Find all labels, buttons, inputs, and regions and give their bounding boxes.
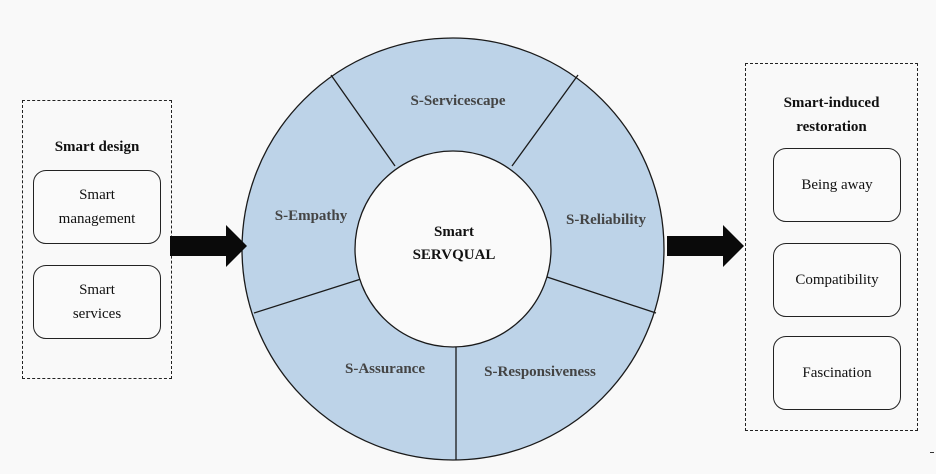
being-away-box: Being away: [773, 148, 901, 222]
stray-mark: [930, 452, 934, 453]
center-label-line-2: SERVQUAL: [413, 247, 496, 263]
smart-induced-restoration-panel: Smart-induced restoration Being away Com…: [745, 63, 918, 431]
segment-label-reliability: S-Reliability: [566, 212, 647, 228]
segment-label-empathy: S-Empathy: [275, 208, 348, 224]
restoration-title-line-1: Smart-induced: [783, 95, 880, 111]
smart-services-box: Smart services: [33, 265, 161, 339]
fascination-box: Fascination: [773, 336, 901, 410]
segment-label-servicescape: S-Servicescape: [411, 93, 506, 109]
right-arrow-icon: [667, 225, 744, 267]
center-circle: [354, 150, 552, 348]
segment-label-responsiveness: S-Responsiveness: [484, 364, 596, 380]
center-label-line-1: Smart: [434, 224, 474, 240]
restoration-title-line-2: restoration: [796, 119, 867, 135]
divider-servicescape-reliability: [511, 74, 579, 167]
compatibility-label: Compatibility: [795, 272, 879, 288]
restoration-title: Smart-induced restoration: [746, 91, 917, 139]
smart-design-title: Smart design: [54, 139, 140, 155]
fascination-label: Fascination: [802, 365, 872, 381]
smart-services-label: Smart services: [72, 282, 122, 322]
smart-design-panel: Smart design Smart management Smart serv…: [22, 100, 172, 379]
divider-reliability-responsiveness: [546, 276, 657, 314]
being-away-label: Being away: [801, 177, 873, 193]
divider-servicescape-empathy: [330, 74, 396, 167]
segment-label-assurance: S-Assurance: [345, 361, 425, 377]
divider-assurance-empathy: [253, 278, 362, 314]
compatibility-box: Compatibility: [773, 243, 901, 317]
smart-management-label: Smart management: [58, 187, 136, 227]
smart-management-box: Smart management: [33, 170, 161, 244]
right-arrow-icon: [170, 225, 247, 267]
